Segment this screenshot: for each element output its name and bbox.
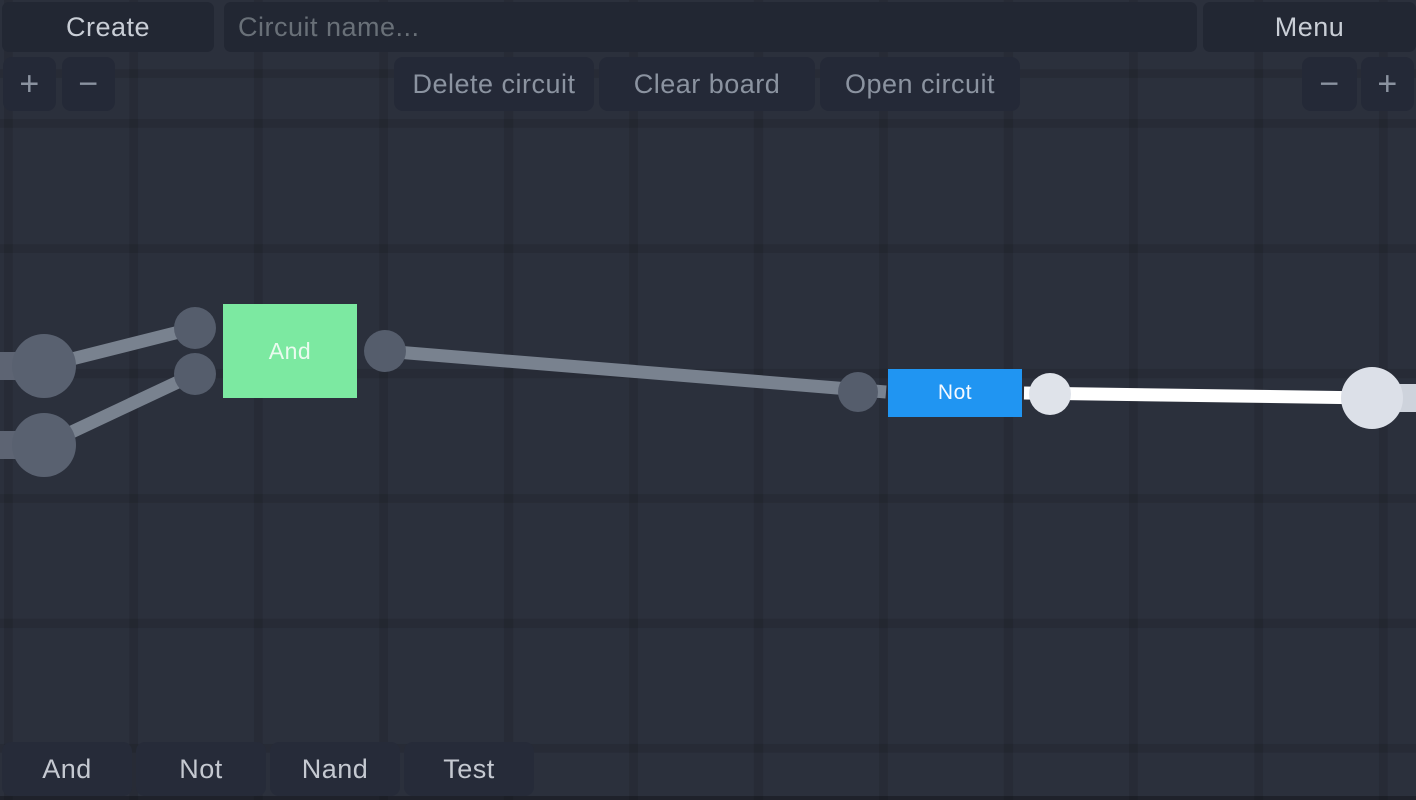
not-gate-output-pin[interactable] <box>1029 373 1071 415</box>
not-gate-input-pin[interactable] <box>838 372 878 412</box>
palette-item-not[interactable]: Not <box>136 742 266 796</box>
zoom-in-button-left[interactable]: + <box>3 57 56 111</box>
clear-board-button[interactable]: Clear board <box>599 57 815 111</box>
open-circuit-button[interactable]: Open circuit <box>820 57 1020 111</box>
wire-and-to-not[interactable] <box>383 344 887 399</box>
delete-circuit-button[interactable]: Delete circuit <box>394 57 594 111</box>
circuit-input-node-1[interactable] <box>12 334 76 398</box>
zoom-in-button-right[interactable]: + <box>1361 57 1414 111</box>
circuit-name-input[interactable] <box>224 2 1197 52</box>
and-gate-input-pin-2[interactable] <box>174 353 216 395</box>
zoom-out-button-right[interactable]: − <box>1302 57 1357 111</box>
create-button[interactable]: Create <box>2 2 214 52</box>
palette-item-and[interactable]: And <box>2 742 132 796</box>
zoom-out-button-left[interactable]: − <box>62 57 115 111</box>
and-gate-output-pin[interactable] <box>364 330 406 372</box>
board-bottom-edge <box>0 796 1416 800</box>
not-gate[interactable]: Not <box>888 369 1022 417</box>
not-gate-label: Not <box>937 381 973 404</box>
and-gate-input-pin-1[interactable] <box>174 307 216 349</box>
circuit-output-node[interactable] <box>1341 367 1403 429</box>
palette-item-test[interactable]: Test <box>404 742 534 796</box>
circuit-input-node-2[interactable] <box>12 413 76 477</box>
and-gate-label: And <box>268 337 312 364</box>
palette-item-nand[interactable]: Nand <box>270 742 400 796</box>
wire-not-to-output[interactable] <box>1023 386 1375 405</box>
menu-button[interactable]: Menu <box>1203 2 1416 52</box>
and-gate[interactable]: And <box>223 304 357 398</box>
